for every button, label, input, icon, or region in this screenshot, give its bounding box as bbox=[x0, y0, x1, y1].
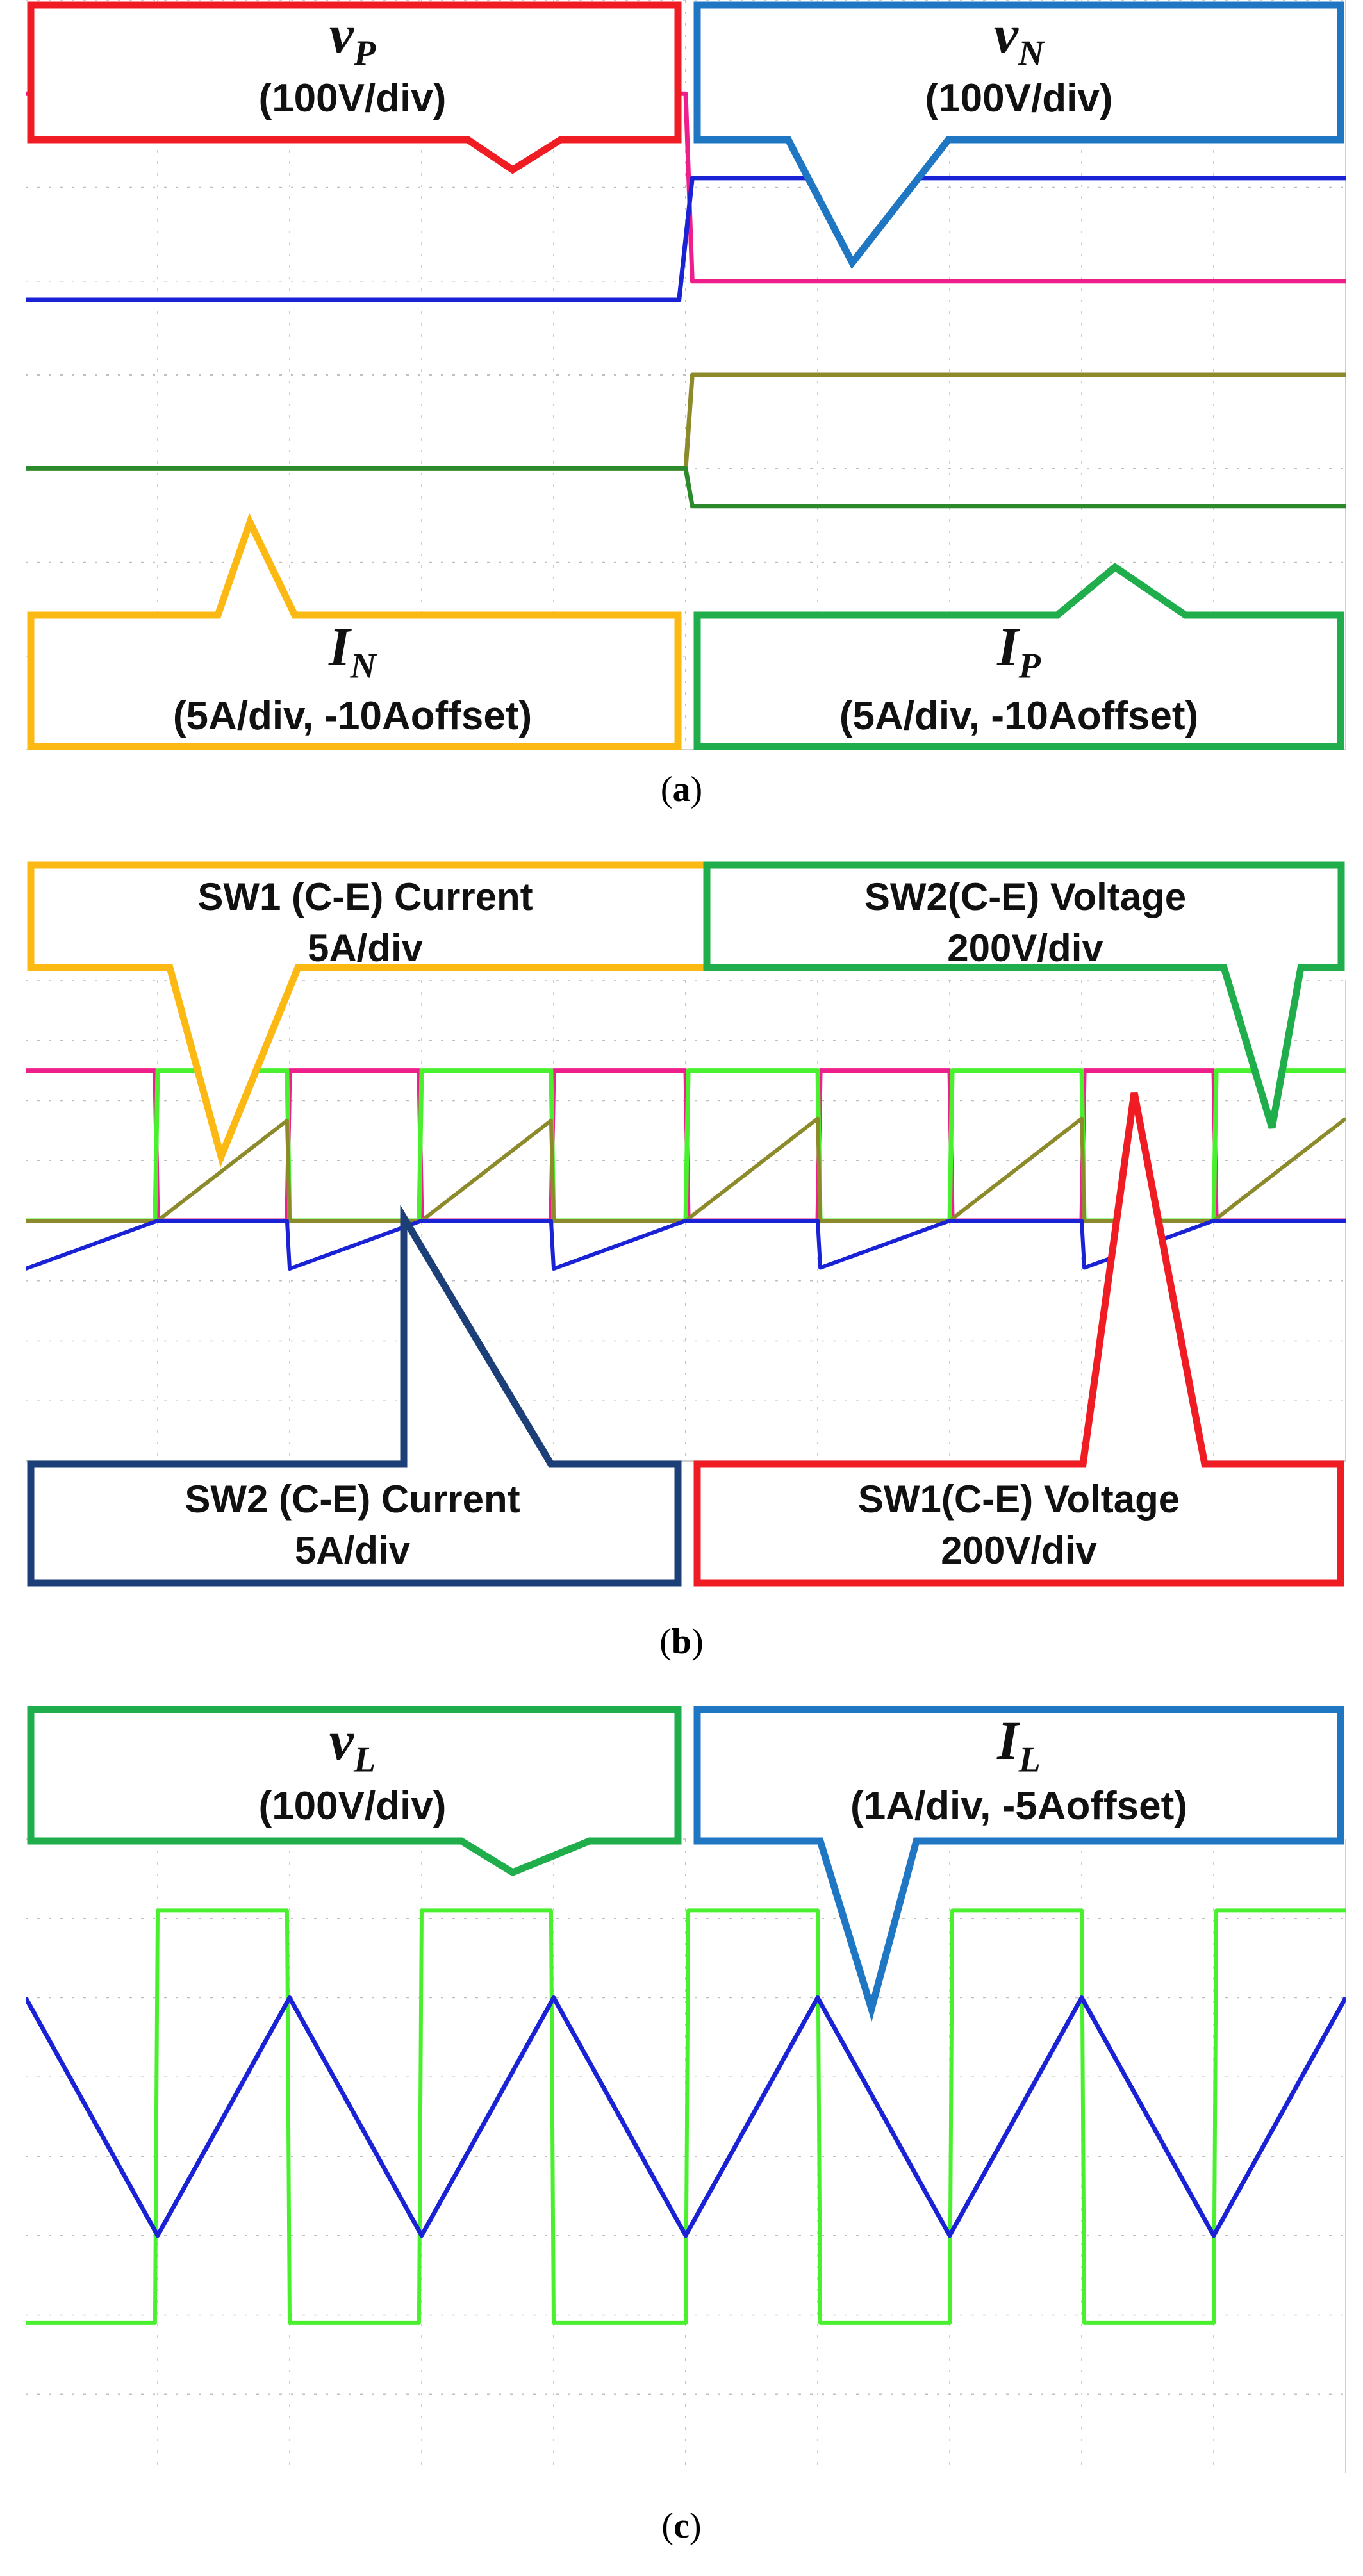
caption-b-letter: b bbox=[671, 1622, 692, 1662]
callout-sw2-voltage bbox=[703, 861, 1345, 1129]
label-sw2-current-scale: 5A/div bbox=[294, 1529, 411, 1572]
label-il-sub: L bbox=[1018, 1740, 1041, 1780]
callout-vn bbox=[693, 1, 1344, 270]
plot-c: vL (100V/div) IL (1A/div, -5Aoffset) bbox=[26, 1705, 1346, 2473]
label-sw1-voltage-title: SW1(C-E) Voltage bbox=[857, 1478, 1180, 1521]
label-sw2-voltage-title: SW2(C-E) Voltage bbox=[864, 875, 1187, 918]
label-ip: IP (5A/div, -10Aoffset) bbox=[692, 619, 1346, 741]
label-il-symbol: I bbox=[997, 1710, 1019, 1771]
plot-a: vP (100V/div) vN (100V/div) IN (5A/div, … bbox=[26, 0, 1346, 750]
label-sw2-current-title: SW2 (C-E) Current bbox=[185, 1478, 520, 1521]
scope-b bbox=[26, 861, 1346, 1587]
label-il-scale: (1A/div, -5Aoffset) bbox=[850, 1783, 1187, 1828]
label-sw2-voltage: SW2(C-E) Voltage 200V/div bbox=[705, 871, 1346, 974]
callouts-b bbox=[27, 861, 1345, 1587]
label-ip-scale: (5A/div, -10Aoffset) bbox=[839, 693, 1199, 738]
label-sw2-voltage-scale: 200V/div bbox=[947, 927, 1103, 970]
label-in-symbol: I bbox=[329, 616, 351, 677]
label-il: IL (1A/div, -5Aoffset) bbox=[692, 1713, 1346, 1829]
label-vp: vP (100V/div) bbox=[26, 6, 679, 121]
panel-c: vL (100V/div) IL (1A/div, -5Aoffset) (c) bbox=[0, 1705, 1363, 2576]
label-sw1-current-scale: 5A/div bbox=[307, 927, 424, 970]
callout-in bbox=[27, 513, 682, 750]
label-sw1-voltage-scale: 200V/div bbox=[941, 1529, 1097, 1572]
label-vl: vL (100V/div) bbox=[26, 1713, 679, 1829]
callouts-c bbox=[27, 1706, 1344, 2022]
label-vl-scale: (100V/div) bbox=[258, 1783, 447, 1828]
traces-c bbox=[26, 1908, 1346, 2325]
callout-il bbox=[693, 1706, 1344, 2022]
label-in-scale: (5A/div, -10Aoffset) bbox=[172, 693, 533, 738]
caption-c: (c) bbox=[661, 2506, 702, 2546]
callout-vp bbox=[27, 1, 682, 174]
trace-il bbox=[26, 1995, 1346, 2238]
label-in-sub: N bbox=[350, 646, 376, 686]
label-vp-symbol: v bbox=[329, 3, 354, 65]
callout-vl bbox=[27, 1706, 682, 1877]
trace-vl bbox=[26, 1908, 1346, 2325]
callout-sw2-current bbox=[27, 1205, 682, 1587]
label-vp-scale: (100V/div) bbox=[258, 76, 447, 120]
trace-ip bbox=[26, 466, 1346, 509]
scope-c bbox=[26, 1706, 1346, 2473]
label-ip-sub: P bbox=[1018, 646, 1041, 686]
scope-a bbox=[26, 0, 1346, 750]
label-ip-symbol: I bbox=[997, 616, 1019, 677]
callouts-a bbox=[27, 1, 1344, 750]
caption-c-letter: c bbox=[673, 2506, 690, 2546]
caption-a-letter: a bbox=[672, 770, 691, 809]
label-vn-scale: (100V/div) bbox=[925, 76, 1113, 120]
label-sw1-voltage: SW1(C-E) Voltage 200V/div bbox=[692, 1474, 1346, 1576]
label-in: IN (5A/div, -10Aoffset) bbox=[26, 619, 679, 741]
callout-ip bbox=[693, 563, 1344, 750]
label-vl-symbol: v bbox=[329, 1710, 354, 1771]
caption-b: (b) bbox=[659, 1622, 704, 1662]
label-vp-sub: P bbox=[353, 33, 376, 74]
label-sw1-current-title: SW1 (C-E) Current bbox=[197, 875, 533, 918]
label-sw2-current: SW2 (C-E) Current 5A/div bbox=[26, 1474, 679, 1576]
label-vl-sub: L bbox=[353, 1740, 376, 1780]
plot-b: SW1 (C-E) Current 5A/div SW2(C-E) Voltag… bbox=[26, 846, 1346, 1602]
panel-b: SW1 (C-E) Current 5A/div SW2(C-E) Voltag… bbox=[0, 846, 1363, 1666]
caption-a: (a) bbox=[660, 770, 703, 809]
trace-in bbox=[26, 372, 1346, 471]
label-vn: vN (100V/div) bbox=[692, 6, 1346, 121]
callout-sw1-voltage bbox=[693, 1091, 1344, 1587]
label-vn-sub: N bbox=[1018, 33, 1045, 74]
label-sw1-current: SW1 (C-E) Current 5A/div bbox=[26, 871, 705, 974]
panel-a: vP (100V/div) vN (100V/div) IN (5A/div, … bbox=[0, 0, 1363, 833]
trace-vn bbox=[26, 176, 1346, 302]
label-vn-symbol: v bbox=[993, 3, 1018, 65]
